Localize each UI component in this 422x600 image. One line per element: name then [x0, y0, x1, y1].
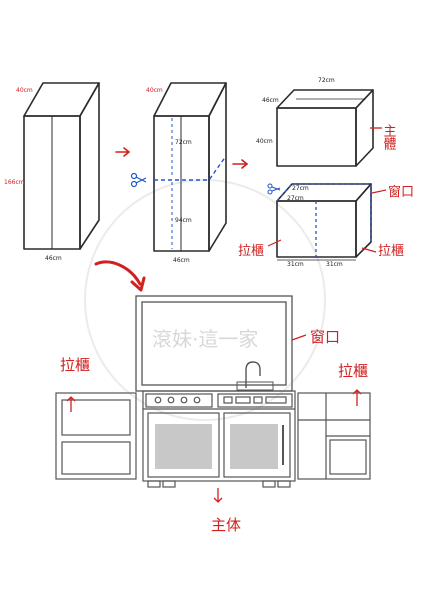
main-body-arrow [213, 488, 223, 503]
step2-upper-label: 72cm [175, 139, 192, 146]
split-window-label: 窗口 [388, 184, 414, 200]
split-cut-lines [276, 183, 372, 257]
final-left-drawer-unit [55, 392, 137, 480]
faucet-icon [245, 361, 261, 388]
svg-text:主體: 主體 [381, 124, 397, 150]
arrow-step1-to-step2 [115, 147, 131, 157]
faucet-base [236, 381, 274, 391]
step3-top-depth-label: 46cm [262, 97, 279, 104]
final-drawer-right-label: 拉櫃 [338, 362, 368, 380]
split-top-b-label: 27cm [287, 195, 304, 202]
arrow-step2-to-step3 [232, 159, 249, 169]
final-right-drawer-unit [297, 392, 371, 480]
scissors-icon-small [267, 183, 281, 195]
split-bottom-a-label: 31cm [287, 261, 304, 268]
final-arrow [94, 260, 142, 286]
dishwasher-window [230, 424, 278, 469]
final-window-label: 窗口 [310, 328, 340, 346]
step1-tall-cabinet [23, 82, 100, 250]
cut-line [154, 155, 227, 181]
split-top-a-label: 27cm [292, 185, 309, 192]
left-drawer-arrow [66, 396, 76, 412]
scissors-icon [130, 172, 147, 188]
final-arrowhead [130, 276, 146, 292]
split-drawer-left-label: 拉櫃 [238, 244, 264, 259]
split-drawer-right-label: 拉櫃 [378, 244, 404, 259]
step3-main-body-box [276, 89, 374, 167]
step3-top-width-label: 72cm [318, 77, 335, 84]
final-main-body [142, 390, 296, 482]
step1-width-label: 46cm [45, 255, 62, 262]
oven-window [155, 424, 212, 469]
step1-height-label: 166cm [4, 179, 25, 186]
drawer-left-pointer-small [267, 239, 282, 247]
right-drawer-arrow [352, 389, 362, 406]
watermark-text: 滾妹·這一家 [152, 327, 258, 351]
step3-top-height-label: 40cm [256, 138, 273, 145]
main-body-label: 主體 [381, 124, 397, 150]
step1-depth-label: 40cm [16, 87, 33, 94]
step2-lower-label: 94cm [175, 217, 192, 224]
window-pointer-small [371, 189, 387, 194]
window-pointer [291, 334, 307, 341]
split-bottom-b-label: 31cm [326, 261, 343, 268]
final-main-label: 主体 [211, 516, 241, 534]
final-feet [147, 480, 291, 488]
drawer-right-pointer-small [361, 247, 377, 253]
step2-cut-cabinet [153, 82, 227, 252]
watermark: 滾妹·這一家 [84, 179, 326, 421]
step3-split-box [276, 183, 372, 258]
step2-depth-label: 40cm [146, 87, 163, 94]
step2-width-label: 46cm [173, 257, 190, 264]
final-drawer-left-label: 拉櫃 [60, 356, 90, 374]
